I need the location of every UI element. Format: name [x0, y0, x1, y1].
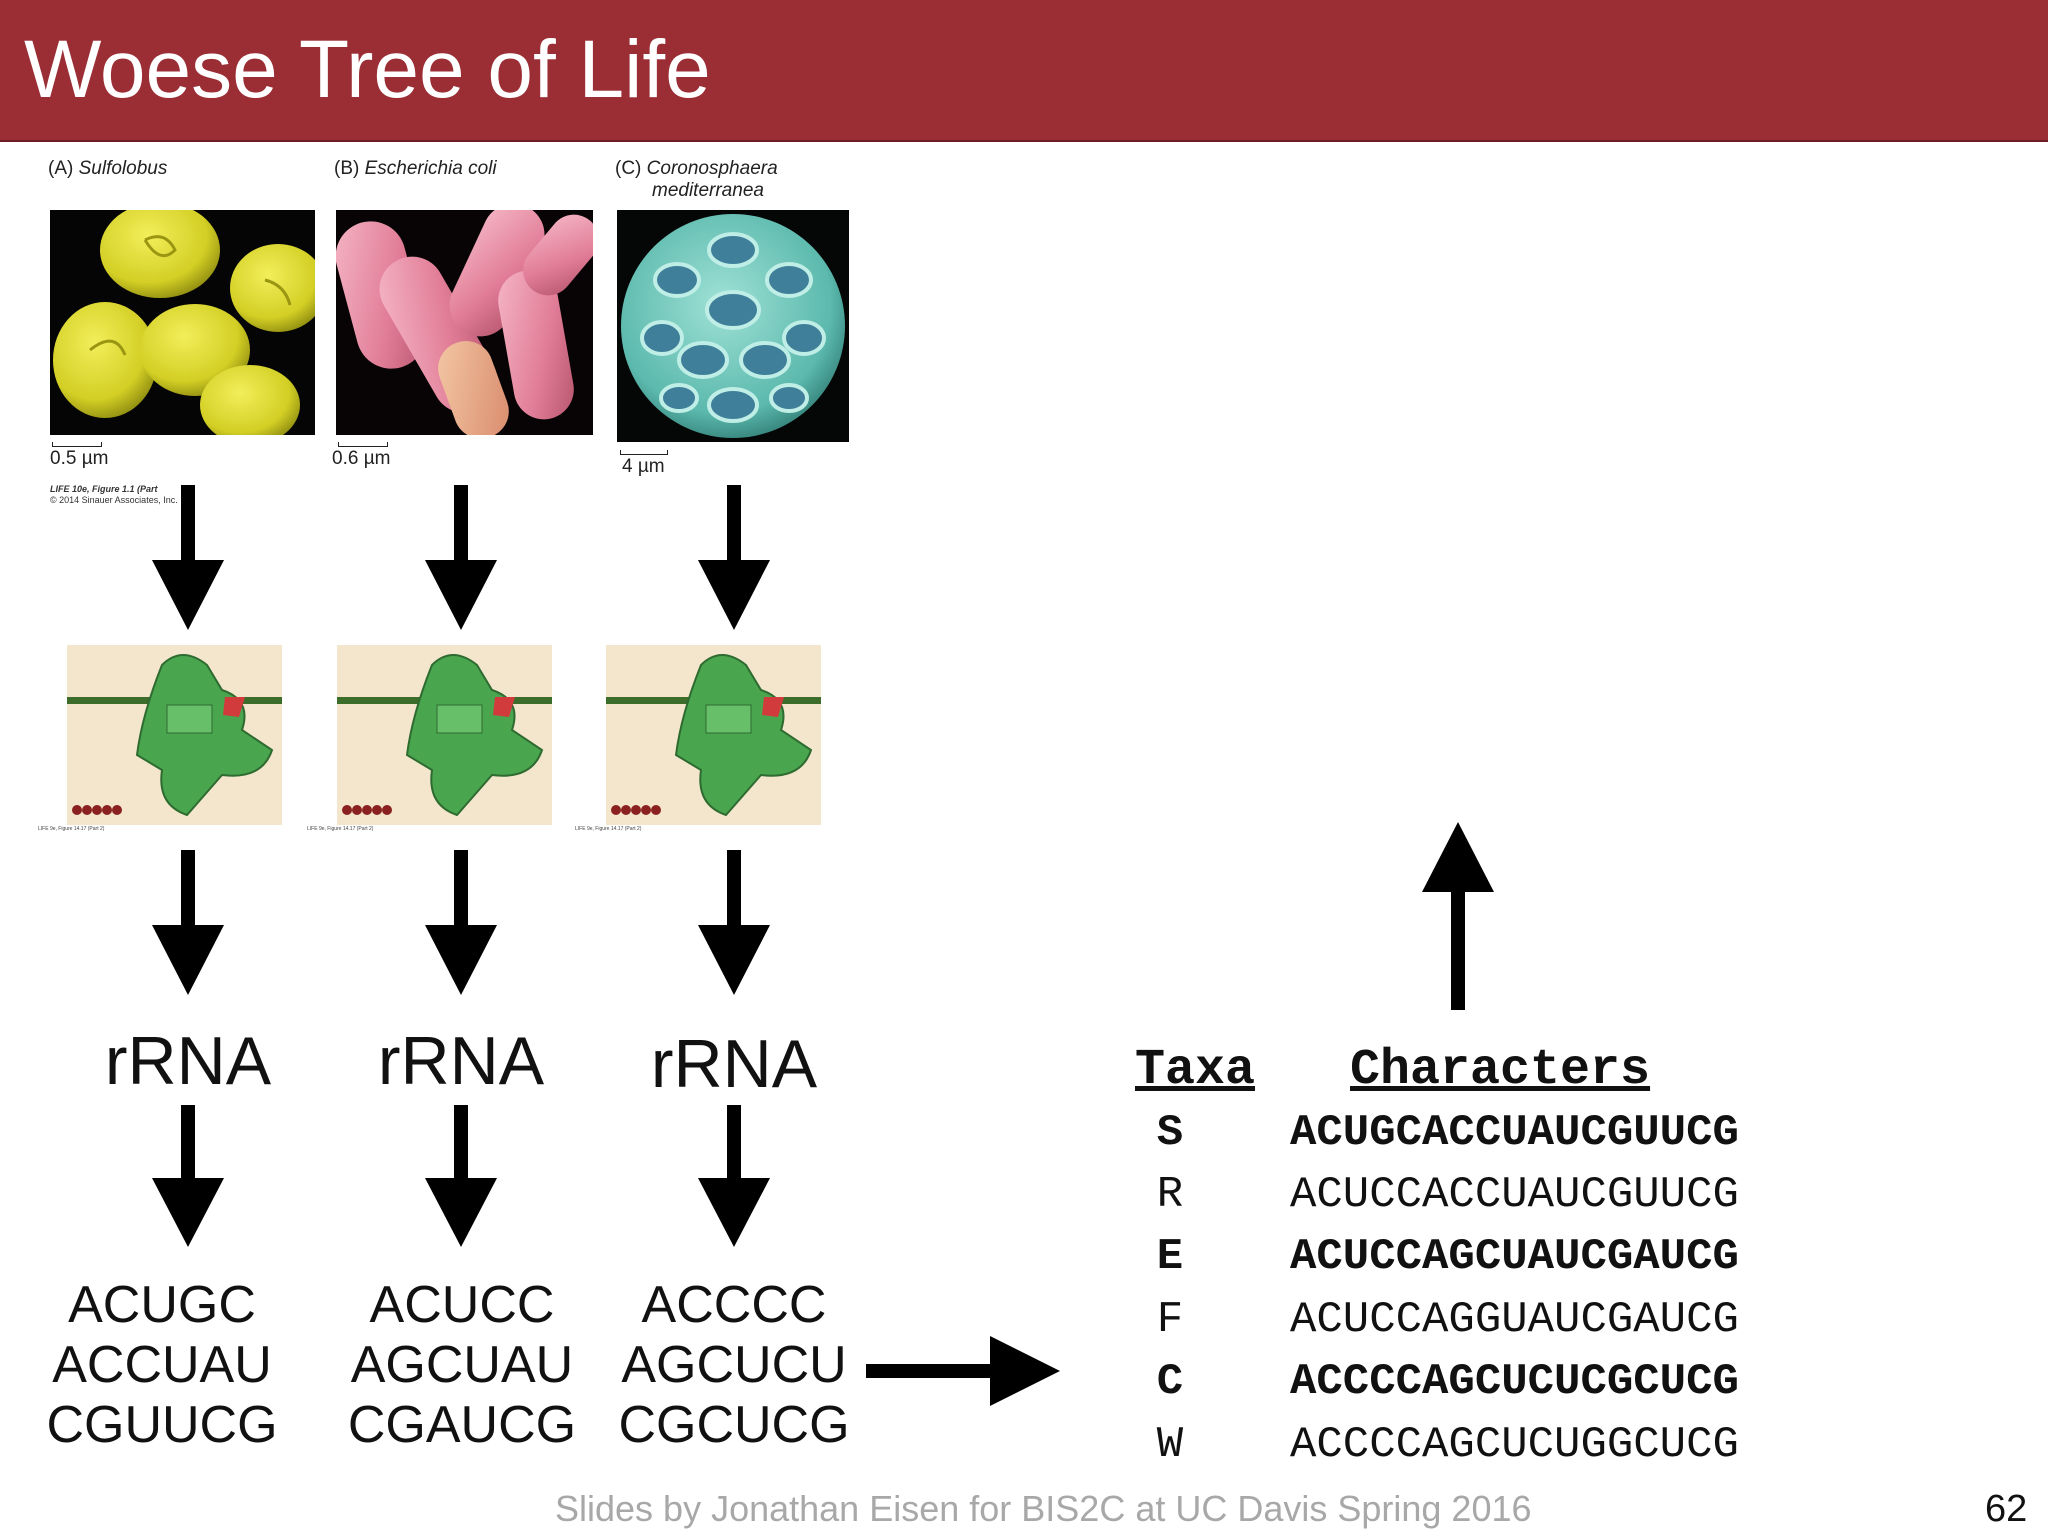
down-arrow-a1	[152, 485, 224, 630]
coronosphaera-micrograph	[617, 210, 849, 442]
rrna-label-a: rRNA	[104, 1023, 272, 1099]
sulfolobus-micrograph	[50, 210, 315, 435]
ecoli-micrograph	[336, 210, 593, 435]
panel-label-c: (C) Coronosphaera mediterranea	[615, 158, 778, 201]
characters-header: Characters	[1350, 1042, 1651, 1099]
ribosome-diagram-b	[337, 645, 552, 825]
scale-label-a: 0.5 µm	[50, 448, 109, 469]
panel-label-a: (A) Sulfolobus	[48, 158, 168, 179]
page-number: 62	[1985, 1488, 2028, 1530]
rrna-label-c: rRNA	[650, 1026, 818, 1102]
down-arrow-b2	[425, 850, 497, 995]
panel-label-b: (B) Escherichia coli	[334, 158, 497, 179]
footer-credit: Slides by Jonathan Eisen for BIS2C at UC…	[555, 1488, 1532, 1529]
scale-label-b: 0.6 µm	[332, 448, 391, 469]
scale-bar-a	[52, 442, 102, 447]
scale-bar-b	[338, 442, 388, 447]
down-arrow-c3	[698, 1105, 770, 1247]
figure-credit: LIFE 10e, Figure 1.1 (Part © 2014 Sinaue…	[50, 484, 178, 505]
ribosome-caption-a: LIFE 9e, Figure 14.17 (Part 2)	[38, 826, 105, 832]
ribosome-diagram-a	[67, 645, 282, 825]
down-arrow-a2	[152, 850, 224, 995]
ribosome-caption-b: LIFE 9e, Figure 14.17 (Part 2)	[307, 826, 374, 832]
taxa-header: Taxa	[1135, 1042, 1256, 1099]
ribosome-diagram-c	[606, 645, 821, 825]
scale-label-c: 4 µm	[622, 456, 665, 477]
ribosome-caption-c: LIFE 9e, Figure 14.17 (Part 2)	[575, 826, 642, 832]
rrna-label-b: rRNA	[377, 1023, 545, 1099]
up-arrow	[1422, 822, 1494, 1010]
scale-bar-c	[620, 450, 668, 455]
down-arrow-c2	[698, 850, 770, 995]
right-arrow	[866, 1336, 1060, 1406]
down-arrow-a3	[152, 1105, 224, 1247]
down-arrow-c1	[698, 485, 770, 630]
slide-title: Woese Tree of Life	[24, 24, 711, 115]
down-arrow-b3	[425, 1105, 497, 1247]
down-arrow-b1	[425, 485, 497, 630]
title-bar: Woese Tree of Life	[0, 0, 2048, 142]
